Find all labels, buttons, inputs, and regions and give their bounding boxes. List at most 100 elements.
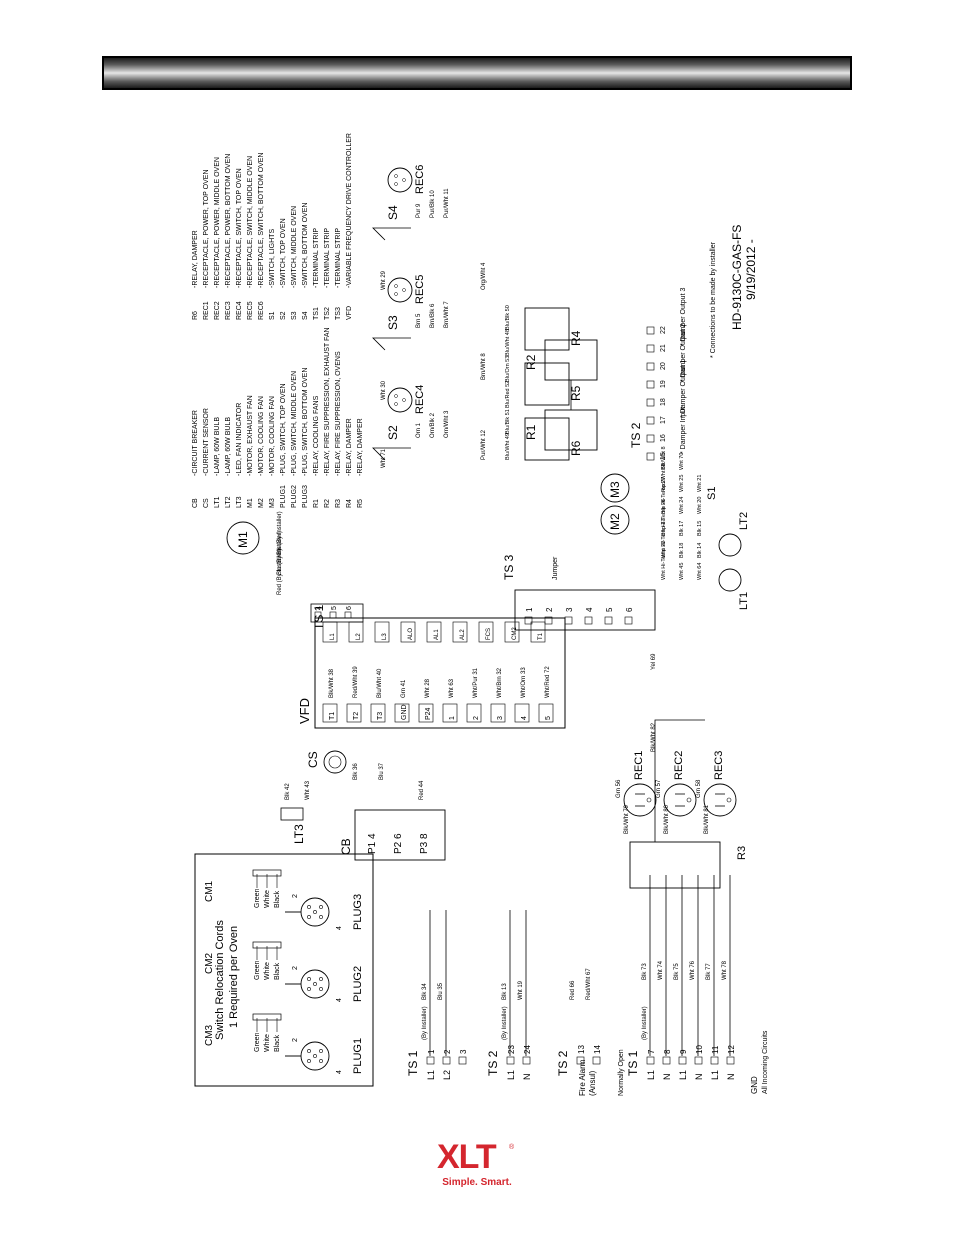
logo-tagline: Simple. Smart. bbox=[442, 1177, 512, 1188]
cb-row-0: P1 4 bbox=[367, 833, 378, 854]
wire-label-purwht12: Pur/Wht 12 bbox=[481, 429, 487, 460]
plug-circle-0 bbox=[300, 1041, 330, 1071]
m2-label: M2 bbox=[608, 513, 622, 530]
legend-right-code-10: S4 bbox=[302, 311, 309, 320]
ts3-term-4 bbox=[604, 616, 613, 625]
rec-wire-label-yel69: Yel 69 bbox=[651, 653, 657, 670]
legend-left-code-1: CS bbox=[203, 498, 210, 508]
wire-label-blu37: Blu 37 bbox=[379, 762, 385, 780]
gnd-label: GND bbox=[750, 1076, 759, 1094]
vfd-in-term-7 bbox=[504, 621, 520, 643]
ts2-damper-term-6 bbox=[646, 344, 655, 353]
ts2-damper-term-7 bbox=[646, 326, 655, 335]
ts3-term-5 bbox=[624, 616, 633, 625]
vfd-in-term-2 bbox=[374, 621, 390, 643]
plug-pin-2-2 bbox=[319, 915, 323, 919]
vfd-out-term-label-6: 2 bbox=[473, 716, 480, 720]
wire-label-ts1b-5: Wht 78 bbox=[722, 960, 728, 980]
legend-right-code-4: REC4 bbox=[236, 301, 243, 320]
ts1-left-line-0: L1 bbox=[426, 1070, 436, 1080]
ts2-left-term-1 bbox=[522, 1056, 531, 1065]
ts1-bottom-term-1 bbox=[662, 1056, 671, 1065]
wire-label-ts1b-4: Blk 77 bbox=[706, 963, 712, 980]
wire-label-blu35: Blu 35 bbox=[438, 982, 444, 1000]
by-installer-0: (By Installer) bbox=[422, 1006, 428, 1040]
ts3-wire-label-4: Red/Wht 68 bbox=[661, 463, 667, 492]
vfd-in-term-8 bbox=[530, 621, 546, 643]
power-rec-ground-0 bbox=[646, 797, 652, 803]
ts1-bottom-term-0 bbox=[646, 1056, 655, 1065]
m1-wire-label-0: Red (By Installer) bbox=[277, 549, 283, 595]
cs-current-sensor bbox=[323, 750, 347, 774]
switch-label-0: S2 bbox=[386, 425, 400, 440]
ts2-left-title: TS 2 bbox=[486, 1050, 500, 1076]
legend-right-code-3: REC3 bbox=[225, 301, 232, 320]
vfd-out-term-label-0: T1 bbox=[329, 712, 336, 720]
vfd-out-term-label-8: 4 bbox=[521, 716, 528, 720]
ts1-bottom-term-2 bbox=[678, 1056, 687, 1065]
vfd-box bbox=[314, 617, 566, 729]
ts1-bottom-term-3 bbox=[694, 1056, 703, 1065]
legend-right-desc-14: -VARIABLE FREQUENCY DRIVE CONTROLLER bbox=[346, 133, 353, 288]
vfd-out-term-3 bbox=[394, 703, 410, 723]
vfd-out-term-4 bbox=[418, 703, 434, 723]
vfd-in-term-3 bbox=[400, 621, 416, 643]
ts2-damper-label-0: * Damper Input bbox=[680, 407, 687, 454]
wire-label-blk42: Blk 42 bbox=[285, 783, 291, 800]
m1-wire-label-2: Blk (By Installer) bbox=[277, 511, 283, 555]
legend-right-code-9: S3 bbox=[291, 311, 298, 320]
damper-wire-label-5: Blu/Blk 50 bbox=[505, 305, 511, 330]
switch-wire-label-1-1: Brn/Blk 6 bbox=[430, 303, 436, 328]
ts1-bottom-term-label-5: 12 bbox=[727, 1045, 736, 1054]
power-rec-ground-1 bbox=[686, 797, 692, 803]
ts3-wire-label-8: Blk 17 bbox=[679, 521, 685, 536]
legend-right-code-1: REC1 bbox=[203, 301, 210, 320]
cord-cm-label-0: CM3 bbox=[204, 1024, 215, 1046]
cs-current-sensor-core bbox=[328, 755, 342, 769]
connections-note: * Connections to be made by installer bbox=[710, 241, 717, 358]
vfd-out-term-5 bbox=[442, 703, 458, 723]
cord-cm-label-1: CM2 bbox=[204, 952, 215, 974]
plug-pin-1-4 bbox=[313, 982, 317, 986]
plug-label-0: PLUG1 bbox=[352, 1038, 364, 1074]
vfd-wire-label-3: Grn 41 bbox=[401, 679, 407, 698]
plug-pin-label-b-2: 2 bbox=[292, 894, 299, 898]
ts1-bottom-term-label-4: 11 bbox=[711, 1045, 720, 1054]
ts1-left-term-label-2: 3 bbox=[459, 1049, 468, 1054]
legend-right-code-6: REC6 bbox=[258, 301, 265, 320]
legend-left-code-10: PLUG3 bbox=[302, 485, 309, 508]
legend-left-code-13: R3 bbox=[335, 499, 342, 508]
m2-motor bbox=[600, 505, 630, 535]
ts3-strip bbox=[514, 589, 656, 631]
ts3-term-1 bbox=[544, 616, 553, 625]
r3-label: R3 bbox=[736, 846, 748, 860]
ts2-damper-term-label-4: 19 bbox=[660, 380, 667, 388]
switch-receptacle-label-0: REC4 bbox=[414, 385, 426, 414]
ts2-damper-term-label-7: 22 bbox=[660, 326, 667, 334]
rec-wire-label-blkwht82: Blk/Wht 82 bbox=[651, 722, 657, 752]
legend-left-desc-14: -RELAY, DAMPER bbox=[346, 418, 353, 476]
switch-wire-label-2-1: Pur/Blk 10 bbox=[430, 190, 436, 218]
damper-wire-label-0: Blu/Wht 49 bbox=[505, 433, 511, 460]
vfd-out-term-2 bbox=[370, 703, 386, 723]
ts2-damper-label-3: * Damper Output 3 bbox=[680, 288, 687, 346]
relocation-cords-panel bbox=[194, 853, 374, 1087]
cord-wire-label-0-2: Green bbox=[254, 1032, 261, 1052]
damper-relay-box-2 bbox=[524, 307, 570, 351]
plug-pin-0-1 bbox=[307, 1049, 311, 1053]
legend-left-code-7: M3 bbox=[269, 498, 276, 508]
ts1-left-term-2 bbox=[458, 1056, 467, 1065]
ts3-term-3 bbox=[584, 616, 593, 625]
vfd-wire-label-1: Red/Wht 39 bbox=[353, 666, 359, 698]
vfd-in-term-label-6: FCS bbox=[486, 628, 492, 640]
plug-pin-label-b-1: 2 bbox=[292, 966, 299, 970]
ts3-wire-label-1: Wht Hi-Temp 23 bbox=[661, 519, 667, 558]
lt2-lamp bbox=[718, 533, 742, 557]
m3-motor bbox=[600, 473, 630, 503]
vfd-out-term-label-3: GND bbox=[401, 704, 408, 720]
gnd-note: All Incoming Circuits bbox=[762, 1030, 769, 1094]
damper-wire-label-2: Blu/Red 52 bbox=[505, 381, 511, 408]
vfd-in-term-label-1: L2 bbox=[356, 633, 362, 640]
switch-rec-pin-b-0 bbox=[394, 394, 398, 398]
switch-wire-label-0-0: Orn 1 bbox=[416, 422, 422, 438]
